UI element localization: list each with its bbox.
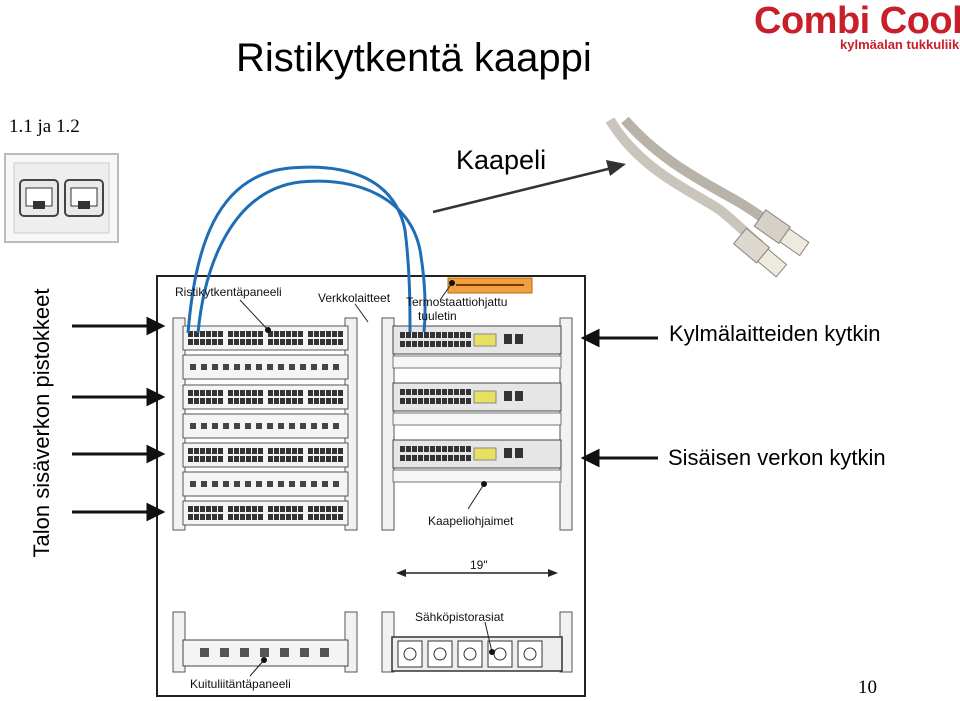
logo-brand: Combi Cool	[754, 0, 960, 42]
network-devices-label: Verkkolaitteet	[318, 291, 391, 305]
refrigeration-switch-label: Kylmälaitteiden kytkin	[669, 321, 881, 346]
cable-callout: Kaapeli	[456, 145, 547, 175]
leader-lines	[239, 282, 493, 677]
patch-panel-row	[182, 500, 349, 526]
page-number: 10	[858, 677, 877, 698]
slide-title: Ristikytkentä kaappi	[236, 36, 592, 80]
patch-panel-row	[182, 413, 349, 439]
rack-rails	[172, 317, 573, 673]
switch-arrows	[580, 328, 658, 468]
patch-panel-row	[182, 354, 349, 380]
thermostat-fan-label-2: tuuletin	[418, 309, 457, 323]
power-sockets-label: Sähköpistorasiat	[415, 610, 504, 624]
fiber-panel-label: Kuituliitäntäpaneeli	[190, 677, 291, 691]
network-switches	[392, 325, 562, 483]
patch-panel-row	[182, 471, 349, 497]
rack-width-label: 19"	[470, 558, 488, 572]
patch-panel-row	[182, 442, 349, 468]
patch-panel-label: Ristikytkentäpaneeli	[175, 285, 282, 299]
power-strip	[391, 636, 563, 672]
ethernet-cable-image	[605, 116, 810, 278]
slide-subtitle: 1.1 ja 1.2	[9, 116, 80, 137]
thermostat-fan-label-1: Termostaattiohjattu	[406, 295, 508, 309]
cable-guides-label: Kaapeliohjaimet	[428, 514, 514, 528]
wall-socket	[4, 153, 119, 243]
patch-panel-row	[182, 384, 349, 410]
internal-switch-label: Sisäisen verkon kytkin	[668, 445, 886, 470]
house-network-sockets-label: Talon sisäverkon pistokkeet	[29, 288, 54, 558]
patch-panels	[182, 325, 349, 526]
input-arrows	[72, 316, 166, 522]
patch-cables	[186, 165, 427, 334]
logo-tagline: kylmäalan tukkuliike	[840, 37, 960, 52]
